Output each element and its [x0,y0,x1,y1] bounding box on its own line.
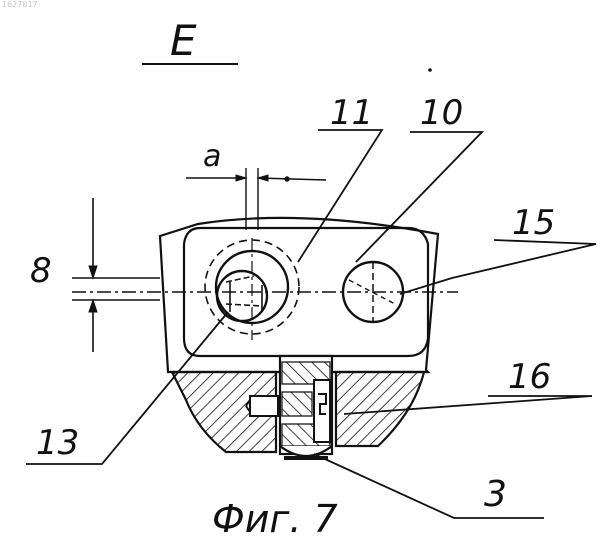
callout-11: 11 [330,93,373,133]
dimension-a-label: a [203,139,221,174]
callout-3: 3 [484,474,507,515]
dimension-8-label: 8 [30,251,52,291]
dimension-8 [72,198,160,352]
view-label: E [170,16,197,65]
view-label-group: E [142,16,238,65]
spring-pin [246,396,278,416]
stray-mark [428,68,432,72]
plunger-3 [280,356,332,458]
figure-caption: Фиг. 7 [212,497,338,541]
callout-13: 13 [36,423,79,463]
dimension-a [186,168,326,230]
callout-15: 15 [512,203,555,243]
callout-10: 10 [420,93,463,133]
callout-16: 16 [508,357,551,397]
